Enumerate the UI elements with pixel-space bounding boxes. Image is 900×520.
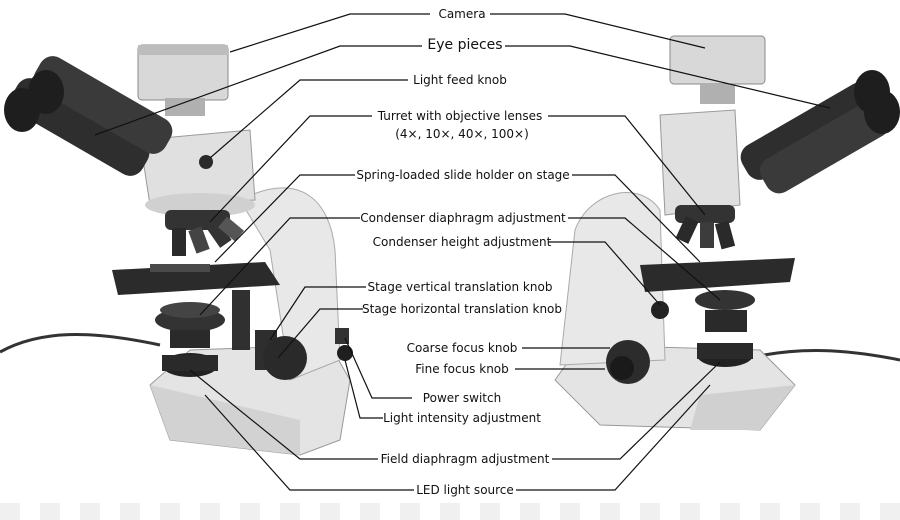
label-camera: Camera xyxy=(438,7,486,21)
left-intensity-knob xyxy=(337,345,353,361)
left-eyepieces xyxy=(4,56,173,176)
right-objectives xyxy=(675,205,736,250)
label-condenser-diaphragm: Condenser diaphragm adjustment xyxy=(360,211,566,225)
left-power-cable xyxy=(0,333,161,354)
right-microscope xyxy=(554,35,900,431)
microscope-illustration xyxy=(0,13,900,491)
left-microscope xyxy=(0,44,353,456)
label-stage-horizontal: Stage horizontal translation knob xyxy=(361,302,563,316)
label-eye-pieces: Eye pieces xyxy=(427,37,503,53)
label-condenser-height: Condenser height adjustment xyxy=(372,235,552,249)
label-stage-vertical: Stage vertical translation knob xyxy=(367,280,553,294)
right-stage xyxy=(640,258,795,292)
watermark-strip xyxy=(0,503,900,520)
left-objectives xyxy=(165,210,244,256)
label-turret: Turret with objective lenses xyxy=(377,109,543,123)
left-head xyxy=(139,129,256,206)
right-head xyxy=(659,109,741,216)
right-arm xyxy=(559,192,666,366)
right-fine-focus xyxy=(610,356,634,380)
label-light-feed-knob: Light feed knob xyxy=(413,73,507,87)
label-slide-holder: Spring-loaded slide holder on stage xyxy=(356,168,570,182)
label-field-diaphragm: Field diaphragm adjustment xyxy=(380,452,550,466)
left-coarse-focus xyxy=(263,336,307,380)
label-turret-sub: (4×, 10×, 40×, 100×) xyxy=(395,127,529,141)
label-coarse-focus: Coarse focus knob xyxy=(406,341,518,355)
label-fine-focus: Fine focus knob xyxy=(415,362,509,376)
label-led-light-source: LED light source xyxy=(416,483,514,497)
left-light-feed-knob xyxy=(199,155,213,169)
label-power-switch: Power switch xyxy=(422,391,502,405)
leader-lines xyxy=(94,13,831,491)
right-eyepieces xyxy=(740,70,900,194)
label-light-intensity: Light intensity adjustment xyxy=(383,411,541,425)
